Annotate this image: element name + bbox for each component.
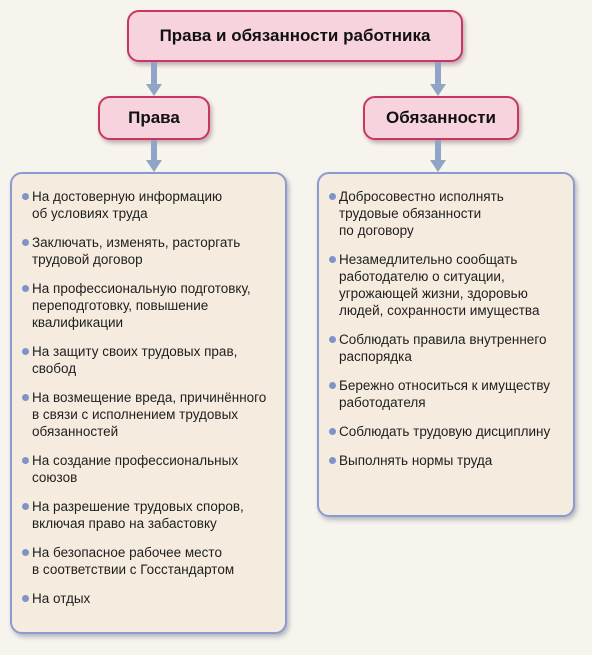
arrow-to-duties: [430, 62, 446, 96]
rights-item: На безопасное рабочее место в соответств…: [22, 544, 277, 578]
duties-item: Соблюдать правила внутреннего распорядка: [329, 331, 565, 365]
duties-item: Выполнять нормы труда: [329, 452, 565, 469]
rights-item: На достоверную информацию об условиях тр…: [22, 188, 277, 222]
bullet-icon: [22, 394, 29, 401]
bullet-icon: [329, 256, 336, 263]
bullet-icon: [22, 457, 29, 464]
bullet-icon: [329, 457, 336, 464]
bullet-icon: [329, 382, 336, 389]
bullet-icon: [22, 239, 29, 246]
rights-item: На возмещение вреда, причинённого в связ…: [22, 389, 277, 440]
bullet-icon: [329, 336, 336, 343]
rights-item: На создание профессиональных союзов: [22, 452, 277, 486]
bullet-icon: [329, 428, 336, 435]
duties-heading-text: Обязанности: [385, 108, 497, 127]
duties-item: Соблюдать трудовую дисциплину: [329, 423, 565, 440]
rights-heading: Права: [98, 96, 210, 140]
bullet-icon: [22, 348, 29, 355]
bullet-icon: [22, 503, 29, 510]
diagram-title-text: Права и обязанности работника: [159, 26, 431, 45]
rights-heading-text: Права: [128, 108, 180, 127]
bullet-icon: [329, 193, 336, 200]
bullet-icon: [22, 595, 29, 602]
rights-item: На защиту своих трудовых прав, свобод: [22, 343, 277, 377]
duties-panel: Добросовестно исполнять трудовые обязанн…: [317, 172, 575, 517]
rights-item: На разрешение трудовых споров, включая п…: [22, 498, 277, 532]
arrow-to-duties-panel: [430, 140, 446, 172]
duties-list: Добросовестно исполнять трудовые обязанн…: [329, 188, 565, 469]
arrow-to-rights: [146, 62, 162, 96]
rights-item: На отдых: [22, 590, 277, 607]
rights-item: Заключать, изменять, расторгать трудовой…: [22, 234, 277, 268]
bullet-icon: [22, 193, 29, 200]
rights-item: На профессиональную подготовку, переподг…: [22, 280, 277, 331]
rights-list: На достоверную информацию об условиях тр…: [22, 188, 277, 607]
duties-item: Незамедлительно сообщать работодателю о …: [329, 251, 565, 319]
rights-panel: На достоверную информацию об условиях тр…: [10, 172, 287, 634]
arrow-to-rights-panel: [146, 140, 162, 172]
duties-heading: Обязанности: [363, 96, 519, 140]
bullet-icon: [22, 285, 29, 292]
bullet-icon: [22, 549, 29, 556]
duties-item: Добросовестно исполнять трудовые обязанн…: [329, 188, 565, 239]
duties-item: Бережно относиться к имуществу работодат…: [329, 377, 565, 411]
diagram-title: Права и обязанности работника: [127, 10, 463, 62]
